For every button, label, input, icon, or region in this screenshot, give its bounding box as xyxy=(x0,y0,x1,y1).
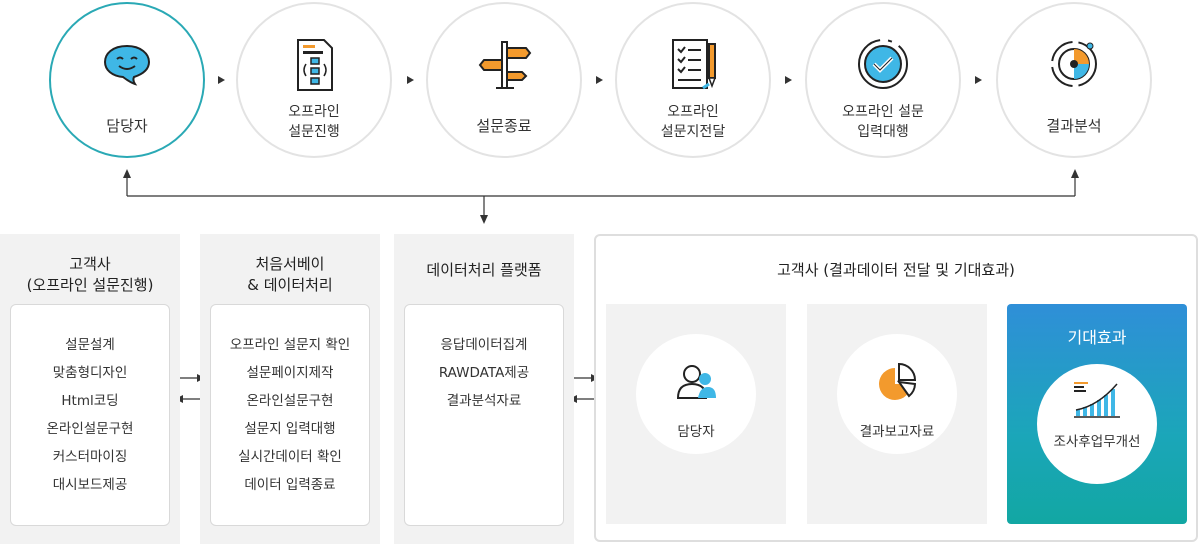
process-step-analysis: 결과분석 xyxy=(996,2,1152,158)
result-section-title: 고객사 (결과데이터 전달 및 기대효과) xyxy=(777,261,1015,279)
flow-arrow xyxy=(218,76,225,84)
panel-title: 데이터처리 플랫폼 xyxy=(426,261,542,279)
panel-data-platform: 데이터처리 플랫폼 응답데이터집계 RAWDATA제공 결과분석자료 xyxy=(394,234,574,544)
expected-effect-title: 기대효과 xyxy=(1067,328,1127,347)
list-item: 응답데이터집계 xyxy=(440,337,528,353)
list-item: 온라인설문구현 xyxy=(46,421,134,437)
panel-title: 처음서베이 & 데이터처리 xyxy=(247,255,333,294)
expected-effect-card: 기대효과 조사후업무개선 xyxy=(1007,304,1187,524)
panel-cheoeum-survey: 처음서베이 & 데이터처리 오프라인 설문지 확인 설문페이지제작 온라인설문구… xyxy=(200,234,380,544)
list-item: 커스터마이징 xyxy=(52,449,128,465)
target-chart-icon xyxy=(1051,41,1097,87)
result-report-circle: 결과보고자료 xyxy=(837,334,957,454)
checklist-pencil-icon xyxy=(672,39,717,90)
process-step-label: 오프라인 설문 입력대행 xyxy=(842,104,924,140)
smile-chat-icon xyxy=(103,44,151,86)
process-step-label: 담당자 xyxy=(106,117,148,135)
process-step-input-service: 오프라인 설문 입력대행 xyxy=(805,2,961,158)
list-item: 맞춤형디자인 xyxy=(52,365,128,381)
panel-item-list: 설문설계 맞춤형디자인 Html코딩 온라인설문구현 커스터마이징 대시보드제공 xyxy=(11,331,169,499)
panel-item-box: 응답데이터집계 RAWDATA제공 결과분석자료 xyxy=(404,304,564,526)
result-manager-label: 담당자 xyxy=(677,424,715,440)
flow-arrow xyxy=(596,76,603,84)
check-badge-icon xyxy=(858,39,908,89)
list-item: 오프라인 설문지 확인 xyxy=(229,337,351,353)
signpost-icon xyxy=(478,41,532,89)
process-step-manager: 담당자 xyxy=(49,2,205,158)
list-item: RAWDATA제공 xyxy=(438,365,530,381)
list-item: 설문설계 xyxy=(65,337,115,353)
result-manager-card: 담당자 xyxy=(606,304,786,524)
list-item: 실시간데이터 확인 xyxy=(238,449,342,465)
list-item: 데이터 입력종료 xyxy=(244,477,336,493)
list-item: 설문페이지제작 xyxy=(246,365,334,381)
process-step-offline-survey: 오프라인 설문진행 xyxy=(236,2,392,158)
expected-effect-label: 조사후업무개선 xyxy=(1053,434,1141,450)
process-step-survey-end: 설문종료 xyxy=(426,2,582,158)
growth-chart-icon xyxy=(1074,382,1120,418)
flow-arrow xyxy=(407,76,414,84)
result-report-card: 결과보고자료 xyxy=(807,304,987,524)
panel-item-box: 오프라인 설문지 확인 설문페이지제작 온라인설문구현 설문지 입력대행 실시간… xyxy=(210,304,370,526)
list-item: Html코딩 xyxy=(61,393,119,409)
panel-client-offline: 고객사 (오프라인 설문진행) 설문설계 맞춤형디자인 Html코딩 온라인설문… xyxy=(0,234,180,544)
panel-item-list: 응답데이터집계 RAWDATA제공 결과분석자료 xyxy=(405,331,563,415)
expected-effect-circle: 조사후업무개선 xyxy=(1037,364,1157,484)
result-report-label: 결과보고자료 xyxy=(859,424,935,440)
result-manager-circle: 담당자 xyxy=(636,334,756,454)
process-step-label: 오프라인 설문지전달 xyxy=(660,104,726,140)
list-item: 온라인설문구현 xyxy=(246,393,334,409)
process-step-deliver-sheet: 오프라인 설문지전달 xyxy=(615,2,771,158)
panel-title: 고객사 (오프라인 설문진행) xyxy=(26,255,154,294)
flow-arrow xyxy=(975,76,982,84)
flow-arrow xyxy=(785,76,792,84)
process-step-label: 설문종료 xyxy=(476,117,532,135)
list-item: 대시보드제공 xyxy=(52,477,128,493)
process-step-label: 오프라인 설문진행 xyxy=(288,104,340,140)
pie-chart-icon xyxy=(879,362,917,400)
panel-item-list: 오프라인 설문지 확인 설문페이지제작 온라인설문구현 설문지 입력대행 실시간… xyxy=(211,331,369,499)
list-item: 결과분석자료 xyxy=(446,393,522,409)
panel-item-box: 설문설계 맞춤형디자인 Html코딩 온라인설문구현 커스터마이징 대시보드제공 xyxy=(10,304,170,526)
survey-sheet-icon xyxy=(297,39,333,91)
list-item: 설문지 입력대행 xyxy=(244,421,336,437)
process-step-label: 결과분석 xyxy=(1046,117,1102,135)
users-icon xyxy=(676,365,716,399)
